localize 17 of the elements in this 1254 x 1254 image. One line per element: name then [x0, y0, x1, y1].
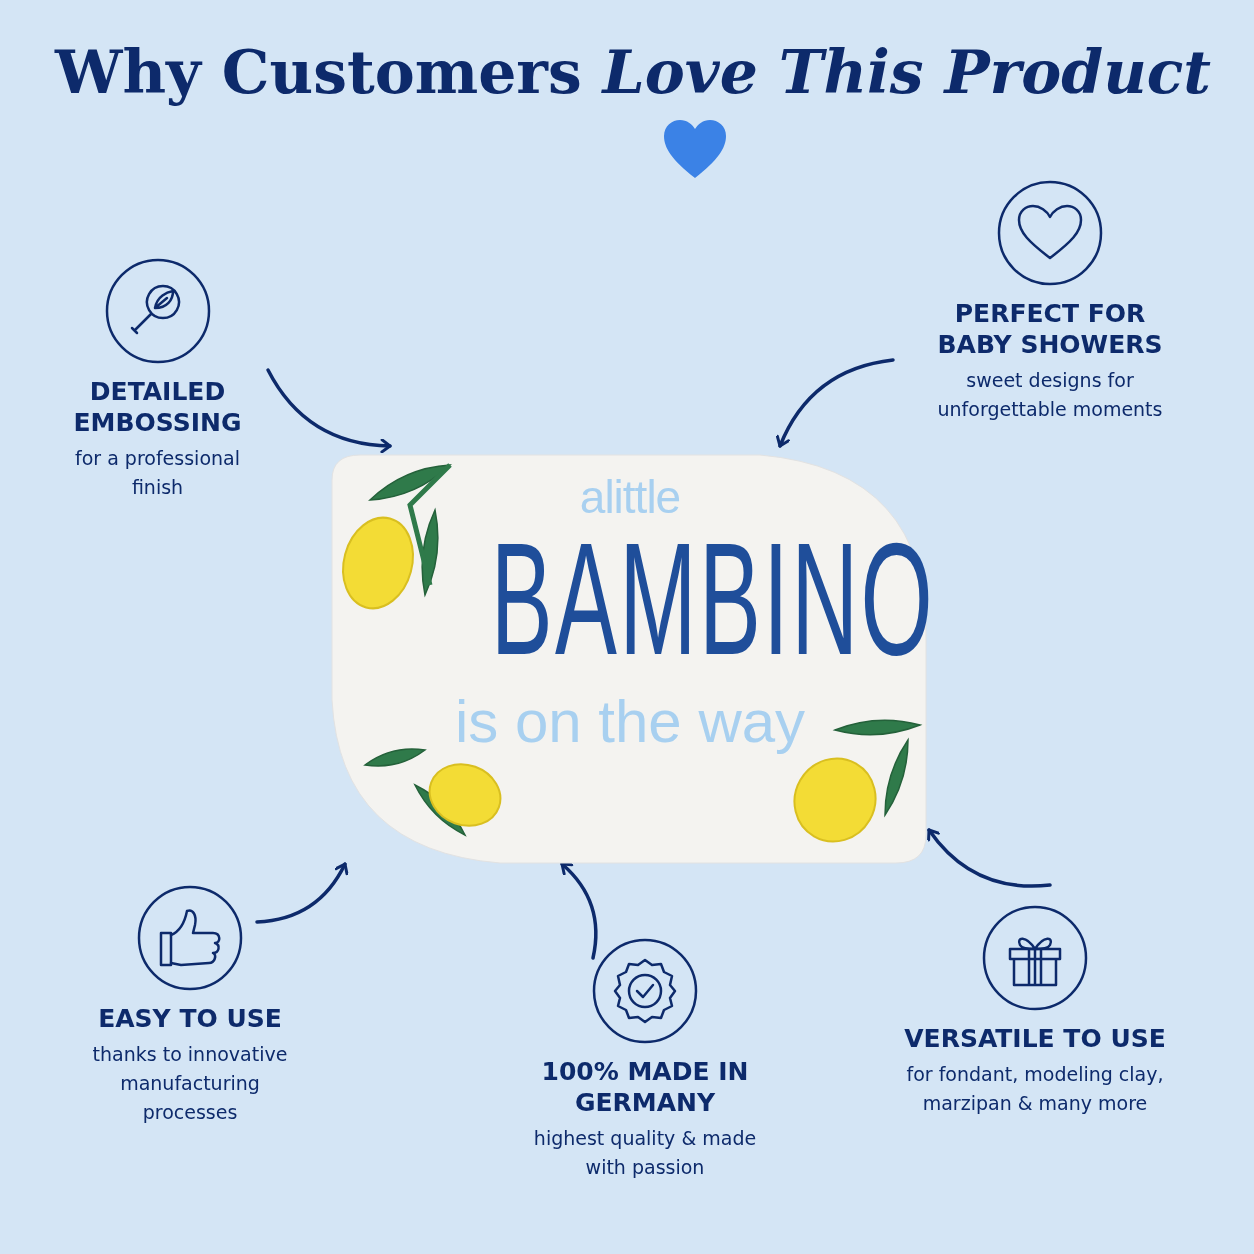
curved-arrow	[927, 828, 1052, 888]
feature-description: sweet designs for unforgettable moments	[936, 368, 1164, 422]
curved-arrow	[560, 862, 598, 960]
feature-description: for fondant, modeling clay, marzipan & many more	[905, 1062, 1165, 1116]
feature-heading: VERSATILE TO USE	[904, 1023, 1166, 1054]
curved-arrow	[266, 368, 392, 454]
feature-description: for a professional finish	[74, 446, 241, 500]
curved-arrow	[255, 862, 349, 924]
feature-heading: DETAILED EMBOSSING	[72, 376, 243, 438]
feature-heading: PERFECT FOR BABY SHOWERS	[936, 298, 1164, 360]
title: Why Customers Love This Product	[55, 36, 1212, 108]
plaque-text: is on the way	[454, 690, 806, 753]
feature-heading: EASY TO USE	[98, 1003, 282, 1034]
feature-description: thanks to innovative manufacturing processes	[91, 1042, 289, 1125]
feature-description: highest quality & made with passion	[532, 1126, 758, 1180]
curved-arrow	[776, 358, 895, 448]
feature-heading: 100% MADE IN GERMANY	[540, 1056, 750, 1118]
